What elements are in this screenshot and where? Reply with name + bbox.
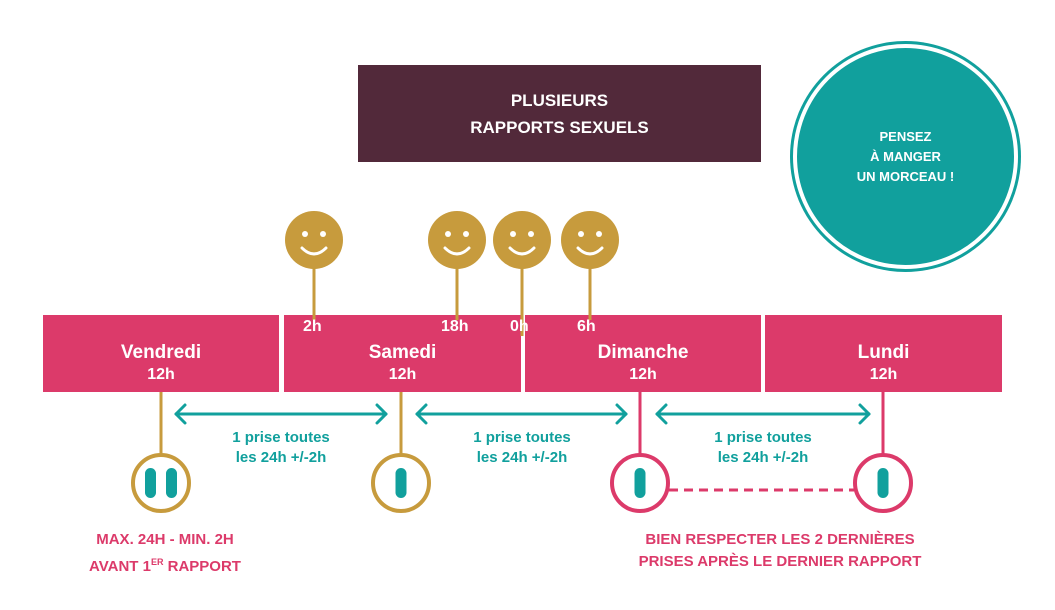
day-block-friday: Vendredi 12h: [43, 315, 279, 392]
tip-circle: PENSEZ À MANGER UN MORCEAU !: [793, 44, 1018, 269]
hour-tick: 18h: [441, 318, 469, 335]
day-block-sunday: Dimanche 12h: [525, 315, 761, 392]
day-name: Vendredi: [120, 342, 202, 363]
day-block-saturday: Samedi 12h: [284, 315, 521, 392]
hour-tick: 0h: [510, 318, 529, 335]
day-name: Lundi: [857, 342, 910, 363]
double-arrow-icon: [655, 403, 871, 425]
day-time: 12h: [388, 366, 417, 383]
note-right: BIEN RESPECTER LES 2 DERNIÈRES PRISES AP…: [638, 531, 922, 570]
hour-tick: 2h: [303, 318, 322, 335]
tip-line-3: UN MORCEAU !: [856, 168, 955, 184]
double-arrow-icon: [415, 403, 628, 425]
day-name: Samedi: [368, 342, 437, 363]
day-time: 12h: [869, 366, 898, 383]
pill-icon: [131, 453, 191, 513]
interval-caption: 1 prise toutes les 24h +/-2h: [473, 429, 571, 466]
day-block-monday: Lundi 12h: [765, 315, 1002, 392]
double-arrow-icon: [174, 403, 388, 425]
smiley-icon: [493, 211, 551, 269]
title-line-2: RAPPORTS SEXUELS: [470, 117, 649, 137]
day-name: Dimanche: [597, 342, 689, 363]
smiley-icon: [285, 211, 343, 269]
note-left: MAX. 24H - MIN. 2H AVANT 1ER RAPPORT: [89, 531, 241, 575]
smiley-icon: [428, 211, 486, 269]
day-time: 12h: [147, 366, 175, 383]
interval-caption: 1 prise toutes les 24h +/-2h: [232, 429, 330, 466]
pill-icon: [853, 453, 913, 513]
tip-line-1: PENSEZ: [879, 128, 932, 144]
interval-caption: 1 prise toutes les 24h +/-2h: [714, 429, 812, 466]
pill-icon: [610, 453, 670, 513]
title-box: PLUSIEURS RAPPORTS SEXUELS: [358, 65, 761, 162]
hour-tick: 6h: [577, 318, 596, 335]
day-time: 12h: [629, 366, 657, 383]
title-line-1: PLUSIEURS: [510, 90, 609, 110]
smiley-icon: [561, 211, 619, 269]
pill-icon: [371, 453, 431, 513]
tip-line-2: À MANGER: [870, 148, 941, 164]
